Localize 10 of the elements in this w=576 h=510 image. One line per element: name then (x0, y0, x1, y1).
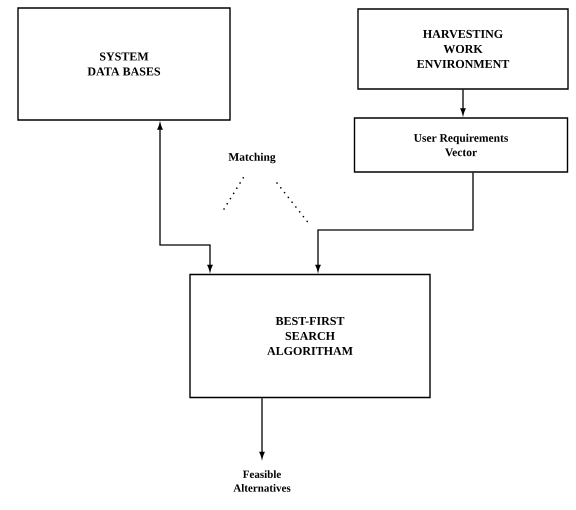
arrow (259, 398, 265, 458)
process-box: SYSTEM DATA BASES (17, 7, 231, 121)
process-box: HARVESTING WORK ENVIRONMENT (357, 8, 569, 90)
output-label: Feasible Alternatives (233, 470, 290, 492)
arrow (460, 90, 466, 115)
process-box: User Requirements Vector (354, 117, 568, 173)
arrow (157, 123, 213, 272)
matching-label: Matching (228, 152, 276, 164)
arrow (315, 172, 474, 272)
process-box: BEST-FIRST SEARCH ALGORITHAM (189, 274, 431, 398)
